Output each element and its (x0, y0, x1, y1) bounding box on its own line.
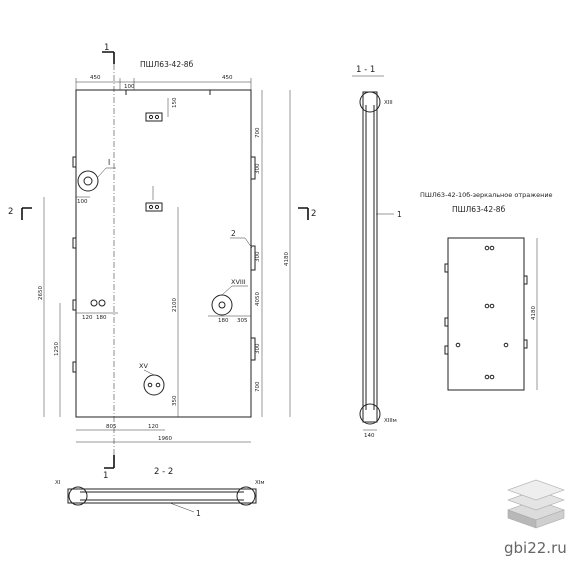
callout-XIII-label: XIII (384, 100, 393, 106)
dim-bot-120b: 120 (148, 424, 159, 430)
dim-mirror-4180: 4180 (531, 306, 537, 320)
dim-overall-h: 4180 (284, 252, 290, 266)
section-1-1-title: 1 - 1 (356, 65, 375, 75)
cut-2-right-label: 2 (311, 209, 316, 219)
dim-d-180: 180 (218, 318, 229, 324)
dim-right-700-bot: 700 (255, 381, 261, 392)
callout-I-label: I (108, 158, 110, 167)
dim-inner-350: 350 (172, 395, 178, 406)
section-2-2: 2 - 2 XI XIм 1 (55, 467, 265, 518)
dim-top-mid: 100 (124, 84, 135, 90)
callout-XIm-label: XIм (255, 480, 265, 486)
dim-left-1250: 1250 (54, 342, 60, 356)
dim-bot-805: 805 (106, 424, 117, 430)
dim-insert-top: 150 (172, 97, 178, 108)
callout-XI-label: XI (55, 480, 61, 486)
logo-icon (507, 479, 565, 529)
cut-2-left-label: 2 (8, 207, 13, 217)
watermark: gbi22.ru (504, 539, 567, 557)
mirror-panel-outline (447, 237, 525, 391)
dim-left-2650: 2650 (38, 286, 44, 300)
callout-XIIIm-label: XIIIм (384, 418, 397, 424)
section-1-1-bottom-circle (359, 403, 381, 425)
callout-XV-label: XV (139, 362, 148, 370)
main-title: ПШЛ63-42-8б (140, 60, 194, 69)
cut-1-bottom-label: 1 (103, 471, 108, 481)
section-1-1: 1 - 1 XIII XIIIм 1 140 (352, 65, 402, 439)
dim-d-305: 305 (237, 318, 248, 324)
callout-2-label: 2 (231, 229, 236, 238)
dim-inner-2100: 2100 (172, 298, 178, 312)
panel-outline (75, 89, 252, 418)
callout-XVIII-circle (211, 294, 233, 316)
section-2-2-right-circle (236, 486, 256, 506)
cut-1-top-label: 1 (104, 43, 109, 53)
dim-right-300-c: 300 (255, 343, 261, 354)
section-1-1-top-circle (359, 91, 381, 113)
section-2-2-callout-1: 1 (196, 509, 201, 518)
section-2-2-title: 2 - 2 (154, 467, 173, 477)
dim-bot-1960: 1960 (158, 436, 172, 442)
callout-XVIII-label: XVIII (231, 278, 246, 286)
callout-I-circle (77, 170, 99, 192)
section-2-2-left-circle (68, 486, 88, 506)
dim-right-300-a: 300 (255, 163, 261, 174)
dim-right-4050: 4050 (255, 292, 261, 306)
mirror-title-line1: ПШЛ63-42-10б-зеркальное отражение (420, 191, 553, 199)
section-1-1-callout-1: 1 (397, 210, 402, 219)
main-view: ПШЛ63-42-8б 1 1 2 2 450 100 450 (8, 43, 316, 481)
dim-bot-180: 180 (96, 315, 107, 321)
dim-left-100: 100 (77, 199, 88, 205)
dim-right-700-top: 700 (255, 127, 261, 138)
dim-right-300-b: 300 (255, 251, 261, 262)
callout-XV-circle (143, 374, 165, 396)
dim-bot-120a: 120 (82, 315, 93, 321)
mirror-title-line2: ПШЛ63-42-8б (452, 205, 506, 214)
mirror-view: ПШЛ63-42-10б-зеркальное отражение ПШЛ63-… (420, 191, 553, 391)
dim-top-right: 450 (222, 75, 233, 81)
dim-sect-140: 140 (364, 433, 375, 439)
dim-top-left: 450 (90, 75, 101, 81)
